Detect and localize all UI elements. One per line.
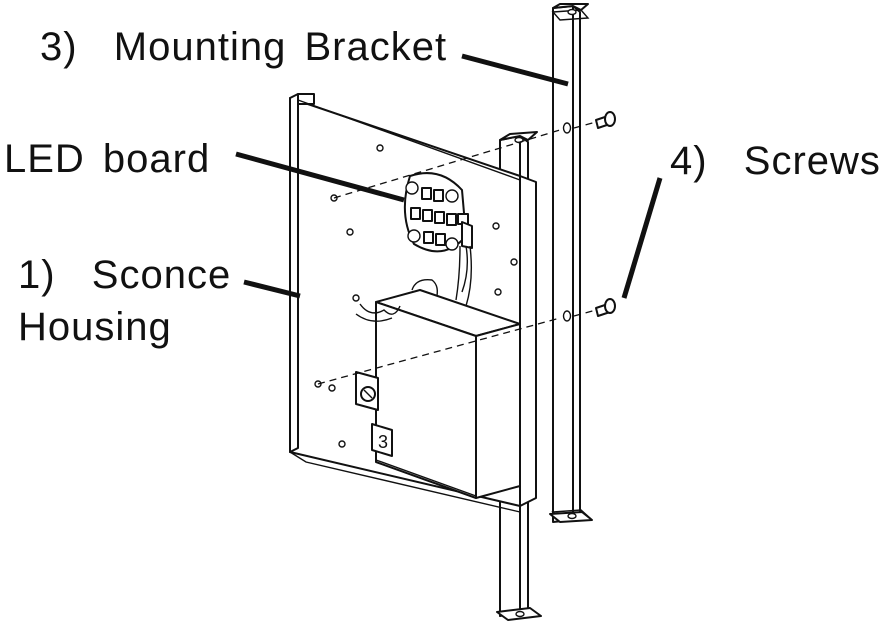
label-mounting-bracket: 3) Mounting Bracket <box>40 25 448 69</box>
screw-upper <box>595 111 616 129</box>
leader-mounting-bracket <box>461 53 569 87</box>
label-sconce-housing-line2: Housing <box>18 305 172 349</box>
label-sconce-housing-line1: 1) Sconce <box>18 253 232 297</box>
alignment-line-lower <box>317 317 561 385</box>
leader-screws <box>621 177 663 299</box>
alignment-line-screw-lower <box>573 309 597 317</box>
leader-sconce-housing <box>243 279 301 299</box>
led-board <box>403 172 473 307</box>
mounting-bracket-rear <box>549 3 593 523</box>
label-screws: 4) Screws <box>670 139 881 183</box>
label-led-board: LED board <box>4 137 211 181</box>
box-tab-number: 3 <box>378 432 388 452</box>
leader-led-board <box>235 151 405 203</box>
driver-box: 3 <box>355 279 521 499</box>
alignment-line-upper <box>333 129 561 199</box>
alignment-line-screw-upper <box>573 121 597 129</box>
screw-lower <box>595 298 616 317</box>
